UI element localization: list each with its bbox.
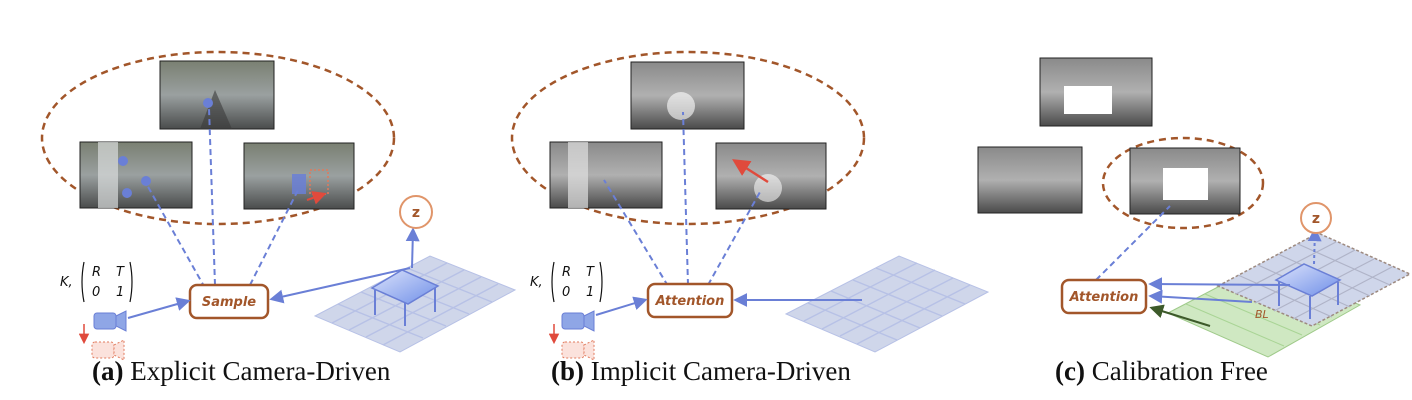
svg-text:z: z: [1312, 211, 1320, 227]
svg-text:0: 0: [92, 285, 100, 300]
perturbed-camera-icon: [91, 339, 125, 361]
pillar-query: [370, 227, 440, 326]
camera-image-left: [549, 141, 663, 209]
svg-text:R: R: [92, 265, 101, 280]
selected-view-ellipse: [1101, 136, 1265, 230]
camera-views-ellipse: [510, 50, 866, 226]
projection-lines: [603, 111, 761, 287]
camera-parameters: K, R T 0 1: [60, 261, 133, 303]
svg-text:BL: BL: [1255, 308, 1269, 321]
bev-to-attention-arrow: [1148, 289, 1253, 304]
svg-text:Sample: Sample: [202, 295, 256, 310]
bev-grid: [784, 255, 990, 353]
caption-c-letter: (c): [1055, 356, 1085, 386]
projection-line: [1095, 205, 1171, 281]
camera-parameters: K, R T 0 1: [530, 261, 603, 303]
camera-image-right: [1129, 147, 1241, 215]
panel-a: Sample z K, R T 0 1: [40, 50, 517, 361]
bev-grid: [313, 255, 517, 353]
prior-to-attention-arrow: [1149, 304, 1211, 327]
camera-image-left: [79, 141, 193, 209]
camera-icon: [93, 310, 127, 332]
svg-text:K,: K,: [60, 275, 73, 290]
caption-a-letter: (a): [92, 356, 124, 386]
camera-image-left: [977, 146, 1083, 214]
camera-views-ellipse: [40, 50, 396, 226]
projection-lines: [146, 107, 299, 289]
svg-text:T: T: [586, 265, 595, 280]
svg-text:z: z: [412, 205, 420, 221]
caption-c: (c) Calibration Free: [1055, 356, 1268, 387]
caption-b-letter: (b): [551, 356, 584, 386]
sample-box: Sample: [188, 283, 270, 320]
caption-c-text: Calibration Free: [1084, 356, 1268, 386]
query-to-sample-arrow: [269, 267, 411, 304]
camera-image-front: [1039, 57, 1153, 127]
z-node: z: [1300, 202, 1332, 234]
svg-text:0: 0: [562, 285, 570, 300]
panel-b: Attention K, R T 0 1: [510, 50, 990, 361]
camera-image-front: [159, 60, 275, 130]
camera-to-attention-arrow: [595, 296, 648, 316]
camera-to-sample-arrow: [127, 297, 191, 319]
svg-text:1: 1: [116, 285, 124, 300]
caption-a: (a) Explicit Camera-Driven: [92, 356, 390, 387]
svg-text:Attention: Attention: [1069, 290, 1139, 305]
attention-box: Attention: [646, 282, 734, 319]
svg-text:K,: K,: [530, 275, 543, 290]
perturbed-camera-icon: [561, 339, 595, 361]
panel-c: BL z Attention: [977, 57, 1412, 358]
svg-text:1: 1: [586, 285, 594, 300]
svg-text:T: T: [116, 265, 125, 280]
camera-image-right: [715, 142, 827, 210]
camera-image-right: [243, 142, 355, 210]
pillar-to-attention-arrow: [1148, 277, 1291, 292]
camera-image-front: [630, 61, 745, 130]
svg-text:R: R: [562, 265, 571, 280]
caption-b: (b) Implicit Camera-Driven: [551, 356, 851, 387]
camera-icon: [561, 310, 595, 332]
pillar-query: [1274, 227, 1342, 319]
svg-text:Attention: Attention: [655, 294, 725, 309]
caption-b-text: Implicit Camera-Driven: [584, 356, 851, 386]
caption-a-text: Explicit Camera-Driven: [123, 356, 391, 386]
attention-box: Attention: [1060, 278, 1148, 315]
z-node: z: [399, 195, 433, 229]
